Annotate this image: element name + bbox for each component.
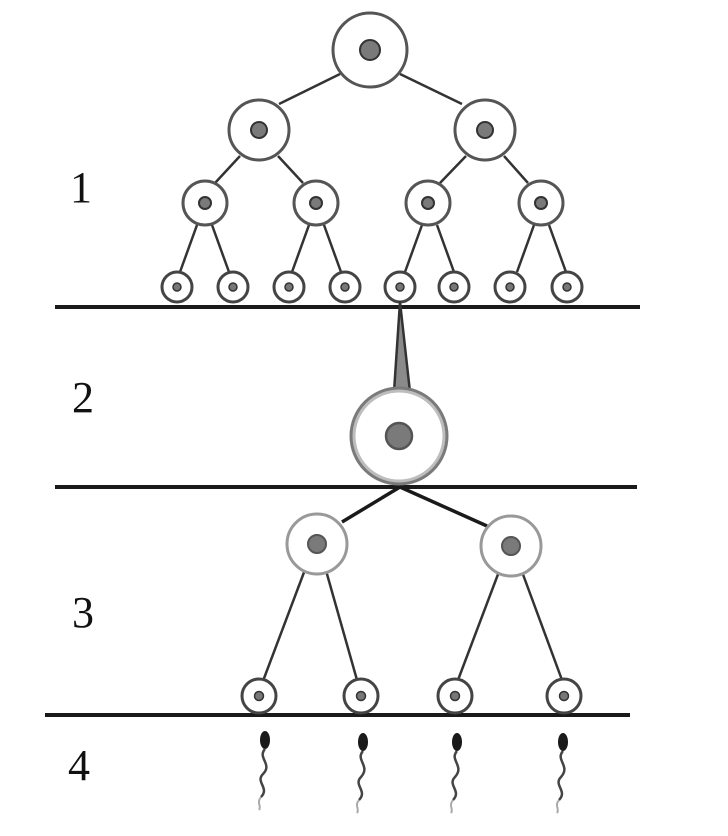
maturation-connectors xyxy=(342,487,487,526)
multiplication-connectors xyxy=(180,74,566,272)
spermatozoon xyxy=(451,733,462,813)
spermatozoa-row xyxy=(259,731,568,813)
stage-label-4: 4 xyxy=(68,741,90,790)
spermatogonium-cell xyxy=(495,272,525,302)
spermatozoon xyxy=(557,733,568,813)
spermatogonium-cell xyxy=(218,272,248,302)
spermatogonium-cell xyxy=(330,272,360,302)
spermatogonium-cell xyxy=(439,272,469,302)
spermatogonium-cell xyxy=(519,181,563,225)
spermatid-row xyxy=(242,679,581,713)
primary-spermatocyte-cell xyxy=(352,389,446,483)
root-spermatogonium-cell xyxy=(333,13,407,87)
spermatogonium-cell xyxy=(229,100,289,160)
growth-connector xyxy=(394,302,410,392)
spermatogonium-cell xyxy=(162,272,192,302)
secondary-spermatocyte-cell xyxy=(287,514,347,574)
spermatid-cell xyxy=(438,679,472,713)
maturation-connectors-lower xyxy=(263,567,562,681)
spermatozoon xyxy=(357,733,368,813)
secondary-spermatocyte-cell xyxy=(481,516,541,576)
stage-boundaries xyxy=(45,307,640,715)
spermatogonium-cell xyxy=(385,272,415,302)
stage-label-1: 1 xyxy=(70,163,92,212)
spermatogonium-row xyxy=(162,272,582,302)
spermatid-cell xyxy=(547,679,581,713)
spermatogonium-cell xyxy=(294,181,338,225)
spermatogonium-cell xyxy=(274,272,304,302)
spermatid-cell xyxy=(242,679,276,713)
spermatid-cell xyxy=(344,679,378,713)
spermatogonium-cell xyxy=(406,181,450,225)
spermatozoon xyxy=(259,731,270,810)
spermatogonium-cell xyxy=(183,181,227,225)
spermatogonium-cell xyxy=(552,272,582,302)
stage-label-2: 2 xyxy=(72,373,94,422)
stage-label-3: 3 xyxy=(72,588,94,637)
spermatogonium-cell xyxy=(455,100,515,160)
